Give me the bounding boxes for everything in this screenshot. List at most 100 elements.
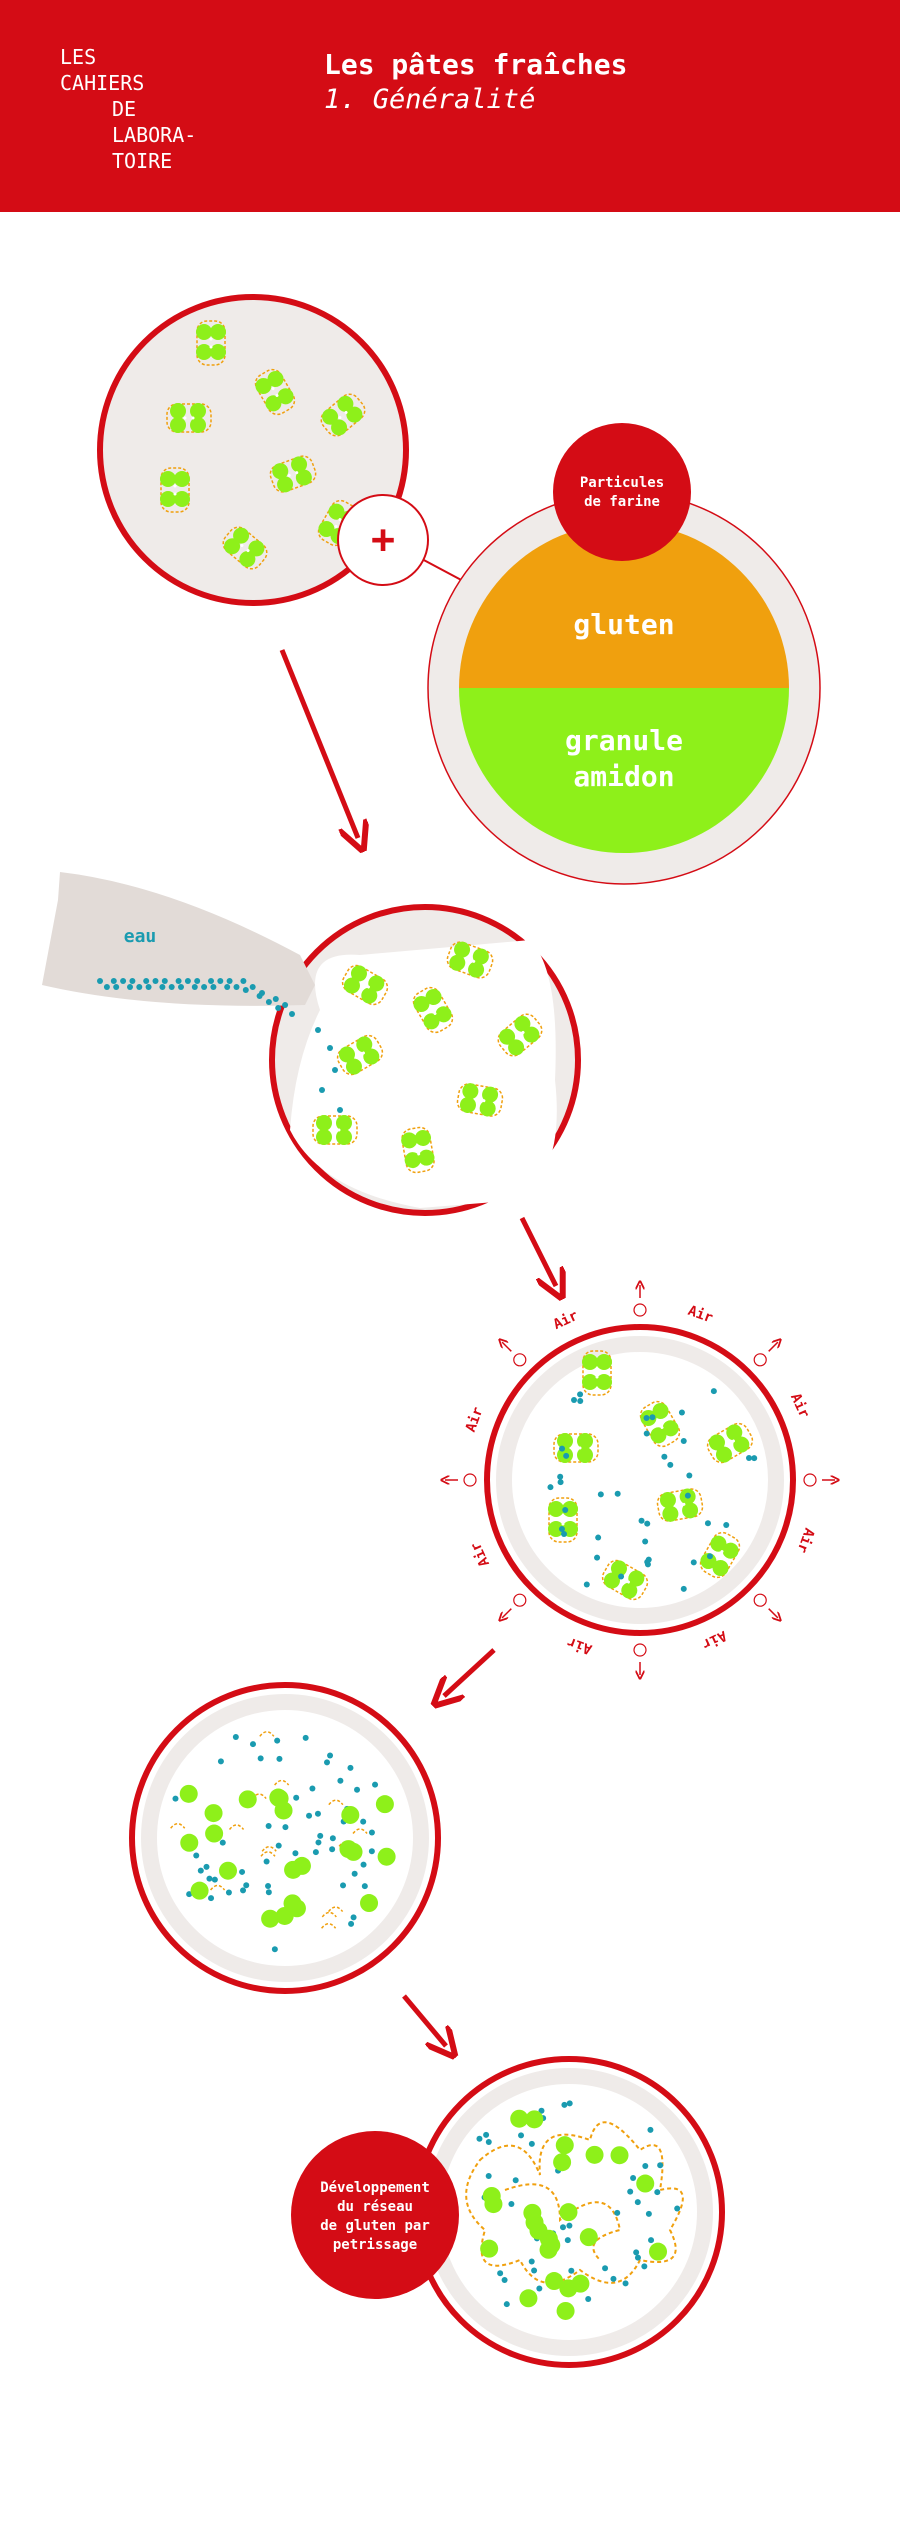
starch-granule xyxy=(316,1115,332,1131)
granule-highlight xyxy=(275,393,279,397)
starch-granule xyxy=(425,988,442,1005)
arrow-step-1 xyxy=(279,649,358,838)
starch-granule xyxy=(210,344,226,360)
starch-granule xyxy=(160,491,176,507)
gluten-coating xyxy=(312,1115,358,1145)
water-drop xyxy=(161,978,168,984)
gluten-coating xyxy=(601,1559,649,1601)
flour-particle xyxy=(166,403,212,433)
air-arrow xyxy=(502,1608,512,1618)
water-drop xyxy=(184,978,191,984)
starch-granule xyxy=(628,1570,645,1587)
flour-particle xyxy=(548,1497,578,1543)
water-drop xyxy=(577,1391,584,1398)
water-drop xyxy=(557,1473,564,1480)
gluten-coating xyxy=(446,941,494,979)
water-drop xyxy=(302,1734,309,1741)
starch-granule xyxy=(291,456,308,473)
flour-particle xyxy=(497,1013,543,1057)
starch-granule xyxy=(649,2242,668,2261)
water-drop xyxy=(97,978,103,984)
starch-granule xyxy=(585,2145,604,2164)
water-step: eau xyxy=(42,872,581,1216)
water-drop xyxy=(680,1585,687,1592)
water-drop xyxy=(271,1946,278,1953)
starch-granule xyxy=(375,1795,394,1814)
starch-granule xyxy=(345,1058,362,1075)
starch-granule xyxy=(368,975,385,992)
pasta-dough-diagram: + gluten granule amidon Particules de fa… xyxy=(42,294,900,2368)
starch-granule xyxy=(160,471,176,487)
water-drop xyxy=(508,2201,515,2208)
starch-granule xyxy=(233,527,250,544)
granule-highlight xyxy=(595,1375,599,1379)
granule-highlight xyxy=(344,410,348,414)
starch-granule xyxy=(261,1909,280,1928)
starch-granule xyxy=(459,1096,476,1113)
starch-granule xyxy=(596,1354,612,1370)
gluten-label: gluten xyxy=(573,608,674,641)
starch-granule xyxy=(652,1402,669,1419)
flour-particle xyxy=(456,1083,504,1117)
water-drop xyxy=(127,984,133,990)
starch-granule xyxy=(479,1100,496,1117)
water-drop xyxy=(583,1581,590,1588)
water-drop xyxy=(686,1472,693,1479)
granule-highlight xyxy=(656,1419,660,1423)
water-drop xyxy=(745,1455,752,1462)
granule-highlight xyxy=(626,1580,630,1584)
flour-particle xyxy=(446,941,494,979)
starch-granule xyxy=(722,1542,739,1559)
water-drop xyxy=(263,1858,270,1865)
starch-granule xyxy=(179,1784,198,1803)
water-drop xyxy=(657,2162,664,2169)
granule-highlight xyxy=(240,543,244,547)
starch-granule xyxy=(404,1152,421,1169)
starch-granule xyxy=(295,469,312,486)
particles-label-line2: de farine xyxy=(584,494,660,510)
granule-highlight xyxy=(173,492,177,496)
starch-granule xyxy=(238,1790,257,1809)
water-drop xyxy=(191,984,198,990)
granule-highlight xyxy=(570,1446,574,1450)
water-drop xyxy=(634,2199,641,2206)
water-drop xyxy=(309,1785,316,1792)
flour-circle xyxy=(97,294,409,606)
water-drop xyxy=(351,1870,358,1877)
flour-particle xyxy=(222,526,268,570)
starch-granule xyxy=(418,1149,435,1166)
gluten-strand xyxy=(328,1906,344,1913)
water-drop xyxy=(243,1882,250,1889)
water-drop xyxy=(110,978,117,984)
starch-granule xyxy=(621,1582,638,1599)
starch-granule xyxy=(414,1129,431,1146)
water-drop xyxy=(178,984,184,990)
starch-granule xyxy=(346,406,363,423)
starch-granule xyxy=(577,1447,593,1463)
granule-highlight xyxy=(720,1550,724,1554)
air-label: Air xyxy=(686,1303,715,1327)
water-drop xyxy=(249,1741,256,1748)
granule-highlight xyxy=(338,518,342,522)
water-drop xyxy=(562,1506,569,1513)
granule-highlight xyxy=(337,1128,341,1132)
granule-highlight xyxy=(464,957,468,961)
water-drop xyxy=(595,1534,602,1541)
air-bubble xyxy=(463,1473,477,1487)
starch-granule xyxy=(361,987,378,1004)
water-drop xyxy=(152,978,159,984)
water-drop xyxy=(275,1842,282,1849)
water-drop xyxy=(337,1107,343,1113)
water-drop xyxy=(233,984,240,990)
granule-highlight xyxy=(329,1128,333,1132)
air-bubble xyxy=(633,1643,647,1657)
granule-highlight xyxy=(660,1425,664,1429)
water-drop xyxy=(538,2107,545,2114)
water-drop xyxy=(145,984,152,990)
granule-highlight xyxy=(271,387,275,391)
water-drop xyxy=(306,1812,313,1819)
starch-granule xyxy=(557,1433,573,1449)
starch-granule xyxy=(662,1505,679,1522)
water-drop xyxy=(292,1850,299,1857)
